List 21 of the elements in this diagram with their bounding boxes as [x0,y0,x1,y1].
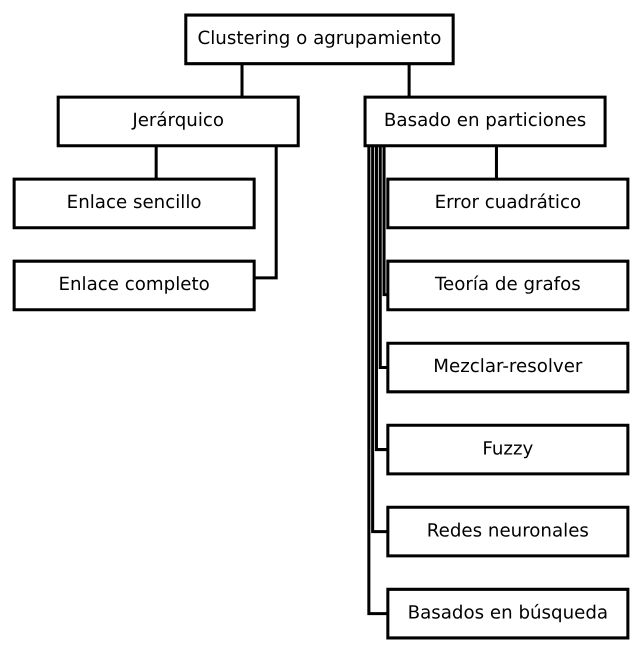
connector [378,146,388,370]
connector [374,146,388,452]
connector [254,146,278,280]
node-box: Enlace completo [12,260,256,312]
node-box: Basado en particiones [364,96,607,148]
connector [408,64,411,97]
node-box: Enlace sencillo [12,178,256,230]
node-box: Error cuadrático [386,178,630,230]
node-box: Fuzzy [386,424,630,476]
connector [240,64,244,97]
node-box: Teoría de grafos [386,260,630,312]
node-box: Jerárquico [56,96,300,148]
connector [367,146,388,616]
connector [371,146,388,534]
node-box: Basados en búsqueda [386,588,630,640]
connector [154,146,158,179]
connector [382,146,388,296]
connector [494,146,498,179]
node-box: Redes neuronales [386,506,630,558]
node-box: Clustering o agrupamiento [184,14,455,66]
node-box: Mezclar-resolver [386,342,630,394]
